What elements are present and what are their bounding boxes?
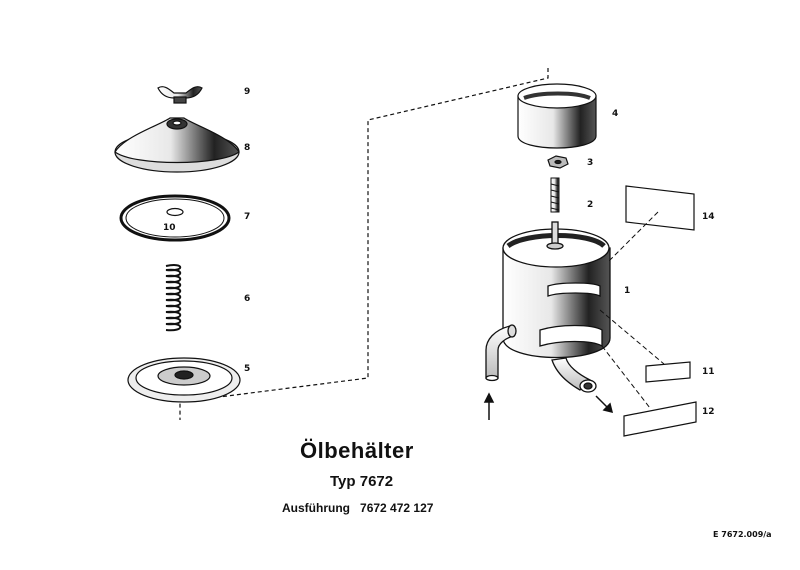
- threaded-rod: [550, 177, 560, 213]
- part-number-6: 6: [244, 294, 250, 304]
- assembly-dashed-line: [179, 68, 549, 420]
- execution-label: Ausführung: [282, 501, 350, 515]
- gasket-ring: [119, 194, 231, 242]
- part-number-7: 7: [244, 212, 250, 222]
- drawing-code: E 7672.009/a: [713, 530, 772, 539]
- label-plate-12: [623, 401, 697, 437]
- compression-spring: [165, 264, 182, 332]
- part-number-4: 4: [612, 109, 618, 119]
- part-number-2: 2: [587, 200, 593, 210]
- part-number-14: 14: [702, 212, 715, 222]
- label-plate-14: [625, 185, 695, 231]
- part-number-8: 8: [244, 143, 250, 153]
- execution-number: 7672 472 127: [360, 501, 434, 515]
- inflow-arrow: [483, 392, 495, 420]
- leader-lines: [599, 211, 665, 409]
- type-label: Typ 7672: [330, 473, 394, 490]
- part-number-11: 11: [702, 367, 715, 377]
- label-plate-11: [645, 361, 691, 383]
- hex-nut: [547, 155, 569, 169]
- outflow-arrow: [595, 395, 614, 414]
- diagram-title: Ölbehälter: [300, 438, 414, 463]
- part-numbers: 9 8 7 10 6 5 4 3 2 14 1 11 12: [163, 87, 715, 417]
- part-number-9: 9: [244, 87, 250, 97]
- part-number-3: 3: [587, 158, 593, 168]
- part-number-1: 1: [624, 286, 630, 296]
- part-number-5: 5: [244, 364, 250, 374]
- base-plate: [127, 357, 241, 403]
- cylindrical-sleeve: [517, 83, 597, 149]
- cover-lid: [114, 117, 240, 173]
- execution-line: Ausführung 7672 472 127: [282, 501, 433, 515]
- part-number-12: 12: [702, 407, 715, 417]
- wing-nut: [157, 86, 203, 104]
- part-number-10: 10: [163, 223, 176, 233]
- oil-container: [485, 221, 611, 393]
